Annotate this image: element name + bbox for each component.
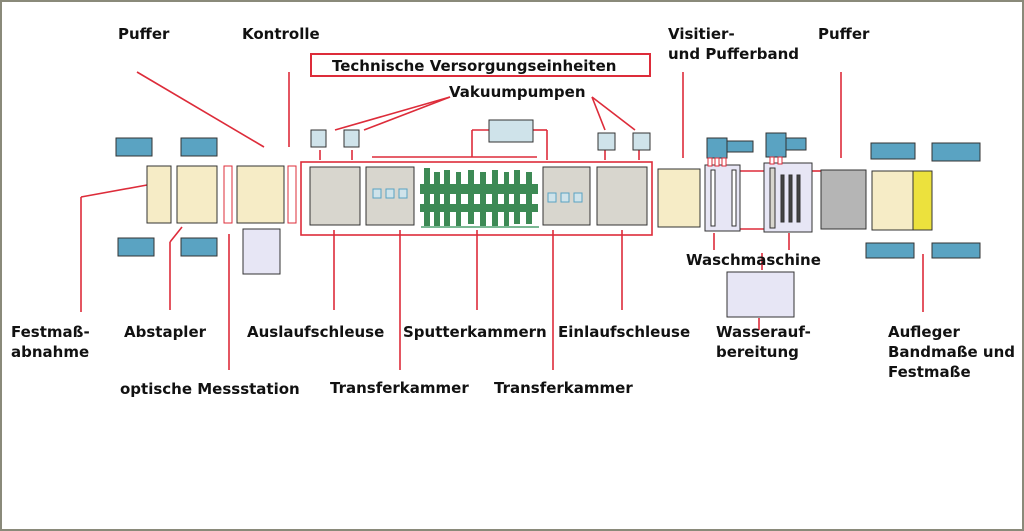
label-auslaufschleuse: Auslaufschleuse	[247, 323, 385, 341]
label-sputterkammern: Sputterkammern	[403, 323, 547, 341]
label-festmass: Festmaß- abnahme	[11, 323, 90, 361]
label-einlaufschleuse: Einlaufschleuse	[558, 323, 691, 341]
main-line-frame	[300, 161, 653, 236]
label-puffer-left: Puffer	[118, 25, 170, 43]
supply-units-box	[310, 53, 651, 77]
label-vakuumpumpen: Vakuumpumpen	[449, 83, 586, 101]
label-aufleger: Aufleger Bandmaße und Festmaße	[888, 323, 1016, 381]
label-kontrolle: Kontrolle	[242, 25, 320, 43]
label-transferkammer-left: Transferkammer	[330, 379, 469, 397]
sputter-chambers	[420, 168, 539, 228]
vacuum-pumps	[310, 119, 651, 151]
transfer-windows	[372, 188, 583, 203]
label-transferkammer-right: Transferkammer	[494, 379, 633, 397]
left-stations	[146, 165, 297, 275]
conveyor-boxes	[115, 137, 981, 259]
leader-lines	[80, 71, 924, 370]
label-wasseraufbereitung: Wasserauf- bereitung	[716, 323, 811, 361]
label-optische-messstation: optische Messstation	[120, 380, 300, 398]
label-visitier: Visitier- und Pufferband	[668, 25, 799, 63]
label-waschmaschine: Waschmaschine	[686, 251, 821, 269]
chambers	[309, 166, 648, 226]
label-versorgung: Technische Versorgungseinheiten	[332, 57, 617, 75]
label-puffer-right: Puffer	[818, 25, 870, 43]
right-stations	[657, 132, 933, 318]
label-abstapler: Abstapler	[124, 323, 207, 341]
